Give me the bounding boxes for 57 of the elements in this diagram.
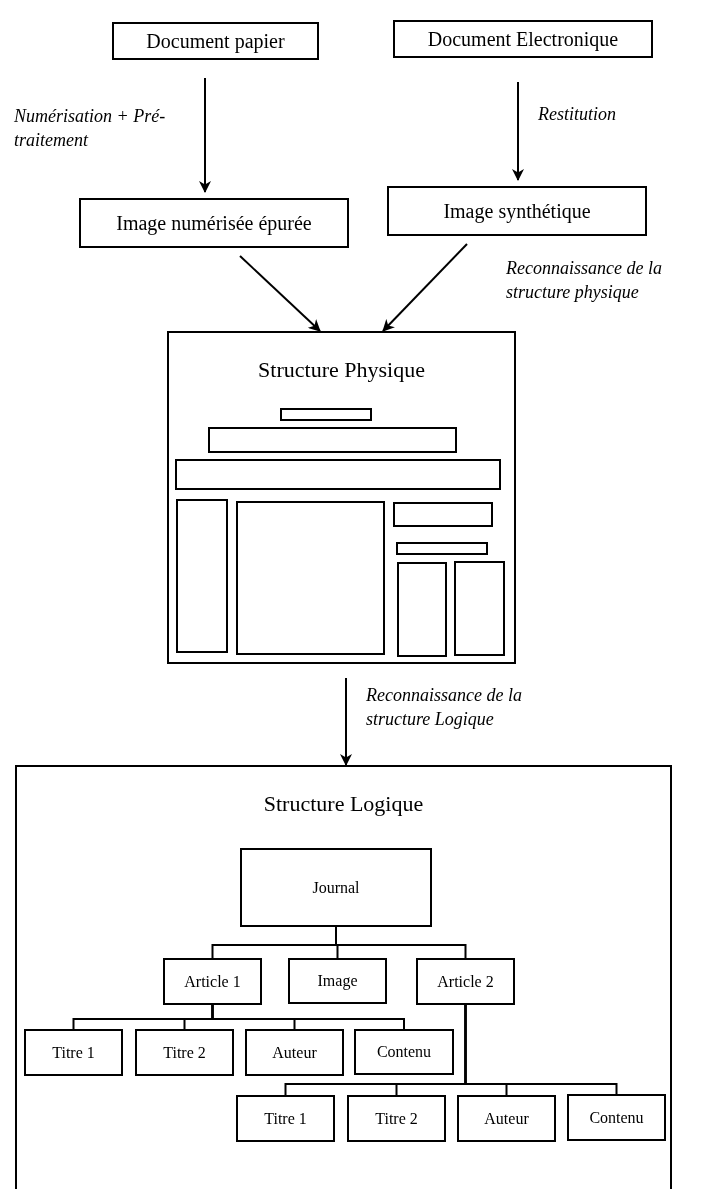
layout-block — [396, 542, 488, 555]
tree-node-box — [24, 1029, 123, 1076]
tree-node-box — [240, 848, 432, 927]
tree-node-box — [236, 1095, 335, 1142]
box-label: Titre 2 — [163, 1043, 206, 1062]
box-label: Article 2 — [437, 972, 494, 991]
box-label: Titre 1 — [52, 1043, 95, 1062]
tree-node-box — [347, 1095, 446, 1142]
box-label: Document papier — [146, 29, 285, 53]
box-label: Auteur — [272, 1043, 317, 1062]
process-box — [393, 20, 653, 58]
arrow — [239, 255, 321, 332]
arrow — [340, 677, 352, 766]
tree-node-box — [245, 1029, 344, 1076]
edge-label: Reconnaissance de la structure Logique — [366, 684, 523, 732]
edge-label: Reconnaissance de la structure physique — [506, 257, 663, 305]
box-label: Image numérisée épurée — [116, 211, 312, 235]
layout-block — [454, 561, 505, 656]
tree-node-box — [354, 1029, 454, 1075]
tree-node-box — [416, 958, 515, 1005]
box-label: Journal — [312, 878, 360, 897]
layout-block — [176, 499, 228, 653]
edge-label: Numérisation + Pré-traitement — [14, 105, 167, 153]
arrow — [199, 77, 211, 193]
box-label: Image synthétique — [443, 199, 591, 223]
layout-block — [280, 408, 372, 421]
box-label: Titre 2 — [375, 1109, 418, 1128]
layout-block — [393, 502, 493, 527]
arrow — [382, 243, 468, 332]
structure-panel — [167, 331, 516, 664]
arrow — [512, 81, 524, 181]
box-label: Document Electronique — [427, 27, 619, 51]
tree-node-box — [135, 1029, 234, 1076]
edge-label: Restitution — [538, 103, 617, 126]
process-box — [79, 198, 349, 248]
tree-node-box — [288, 958, 387, 1004]
tree-node-box — [457, 1095, 556, 1142]
box-label: Titre 1 — [264, 1109, 307, 1128]
panel-title: Structure Physique — [258, 357, 425, 383]
layout-block — [236, 501, 385, 655]
box-label: Contenu — [376, 1043, 432, 1061]
tree-node-box — [163, 958, 262, 1005]
process-box — [387, 186, 647, 236]
box-label: Auteur — [484, 1109, 529, 1128]
box-label: Contenu — [589, 1108, 644, 1127]
panel-title: Structure Logique — [263, 791, 424, 817]
process-box — [112, 22, 319, 60]
connector-line — [335, 926, 467, 959]
layout-block — [175, 459, 501, 490]
layout-block — [208, 427, 457, 453]
box-label: Article 1 — [184, 972, 241, 991]
structure-panel — [15, 765, 672, 1189]
box-label: Image — [317, 972, 358, 990]
connector-line — [211, 1004, 405, 1030]
layout-block — [397, 562, 447, 657]
connector-line — [464, 1004, 618, 1095]
tree-node-box — [567, 1094, 666, 1141]
